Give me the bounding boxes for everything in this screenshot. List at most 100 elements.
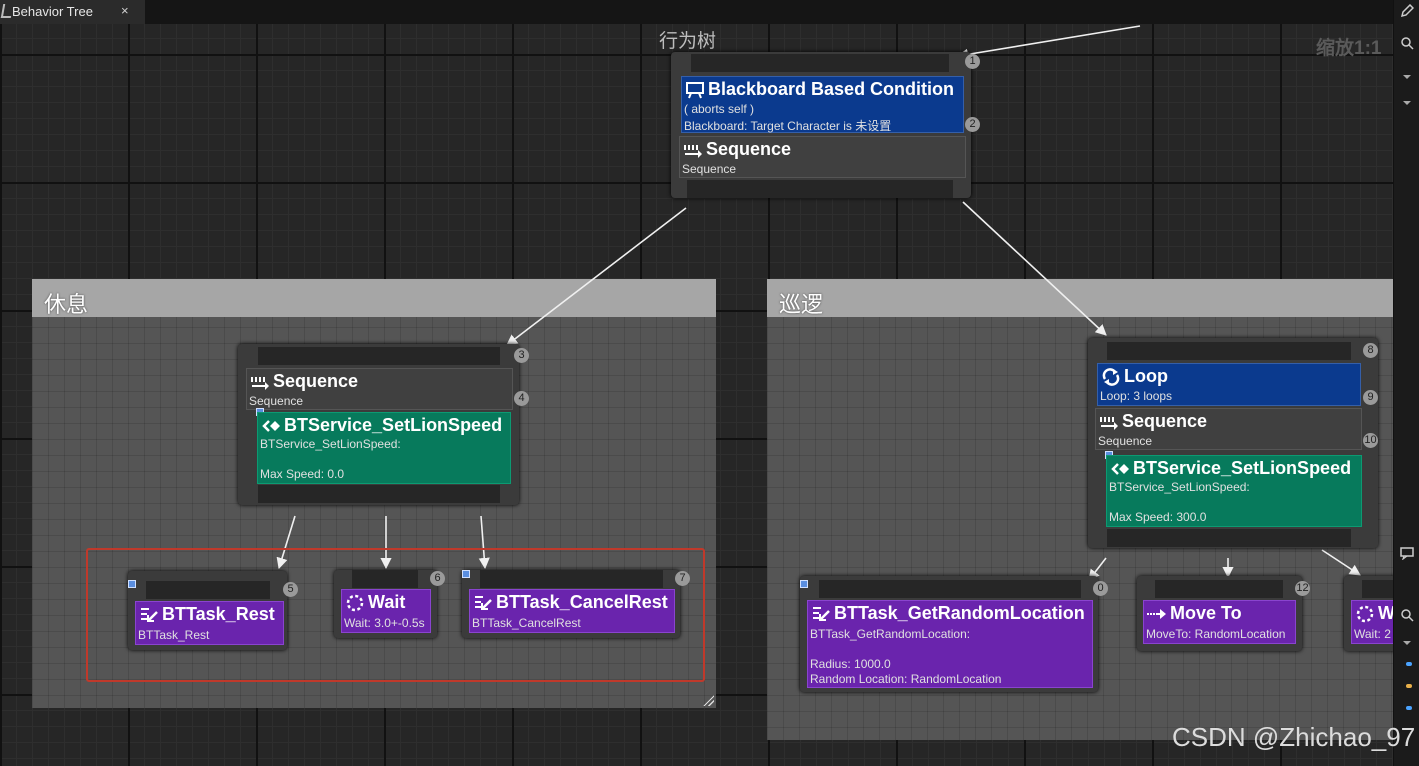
task-wait-partial-input-pin[interactable] — [1362, 580, 1393, 598]
chevron-down-icon[interactable] — [1400, 70, 1414, 84]
rest-service[interactable]: BTService_SetLionSpeed BTService_SetLion… — [257, 412, 511, 484]
search-icon[interactable] — [1400, 36, 1414, 50]
task-rest-input-pin[interactable] — [146, 581, 270, 599]
task-move-to-index-badge: 12 — [1295, 581, 1310, 596]
decorator-index-badge: 2 — [965, 117, 980, 132]
chevron-down-icon[interactable] — [1400, 96, 1414, 110]
task-wait-node[interactable]: 6 Wait Wait: 3.0+-0.5s — [334, 570, 445, 638]
comment-rest-header[interactable]: 休息 — [32, 279, 716, 317]
task-rest-sub: BTTask_Rest — [138, 628, 210, 642]
task-move-to-node[interactable]: 12 Move To MoveTo: RandomLocation — [1137, 576, 1310, 651]
task-move-to[interactable]: Move To MoveTo: RandomLocation — [1143, 600, 1296, 644]
sequence-icon — [250, 373, 270, 391]
chevron-down-icon[interactable] — [1400, 636, 1414, 650]
task-rest-index-badge: 5 — [283, 582, 298, 597]
highlight-selection-box — [86, 548, 705, 682]
blackboard-condition-decorator[interactable]: Blackboard Based Condition ( aborts self… — [681, 76, 964, 133]
root-output-pin[interactable] — [687, 180, 953, 198]
resize-grip-icon[interactable] — [702, 694, 714, 706]
task-wait-index-badge: 6 — [430, 571, 445, 586]
tab-bar: Behavior Tree × — [0, 0, 1393, 26]
task-wait-partial-node[interactable]: W Wait: 2 — [1344, 576, 1393, 651]
sequence-icon — [683, 141, 703, 159]
wire-rest-to-task3 — [478, 515, 490, 570]
rest-sequence-composite[interactable]: Sequence Sequence — [246, 368, 513, 410]
loop-sub: Loop: 3 loops — [1100, 389, 1173, 403]
rest-sequence-node[interactable]: 3 Sequence Sequence 4 BTService_SetLionS… — [238, 344, 529, 505]
rest-sequence-index-badge: 4 — [514, 391, 529, 406]
service-marker-icon — [800, 580, 808, 588]
task-wait-title: Wait — [368, 592, 406, 612]
comment-icon[interactable] — [1400, 546, 1414, 561]
task-icon — [811, 605, 831, 623]
comment-patrol-title: 巡逻 — [779, 292, 824, 317]
task-wait-partial[interactable]: W Wait: 2 — [1351, 600, 1393, 644]
root-pin-badge: 1 — [965, 54, 980, 69]
task-wait[interactable]: Wait Wait: 3.0+-0.5s — [341, 589, 431, 633]
edit-icon[interactable] — [1400, 3, 1415, 18]
wire-root-in — [956, 25, 1141, 60]
task-cancel-rest-index-badge: 7 — [675, 571, 690, 586]
task-icon — [139, 606, 159, 624]
patrol-output-pin[interactable] — [1107, 529, 1351, 547]
patrol-sequence-sub: Sequence — [1098, 434, 1153, 448]
wait-icon — [1355, 605, 1375, 623]
patrol-sequence-index-badge: 10 — [1363, 433, 1378, 448]
task-get-random-location-node[interactable]: 0 BTTask_GetRandomLocation BTTask_GetRan… — [800, 576, 1108, 692]
wire-patrol-to-task3 — [1321, 549, 1361, 576]
task-rest[interactable]: BTTask_Rest BTTask_Rest — [135, 601, 284, 645]
task-wait-partial-title: W — [1378, 603, 1393, 624]
patrol-service[interactable]: BTService_SetLionSpeed BTService_SetLion… — [1106, 455, 1362, 527]
tab-label: Behavior Tree — [12, 4, 93, 19]
tab-close-icon[interactable]: × — [121, 3, 129, 18]
watermark: CSDN @Zhichao_97 — [1172, 722, 1416, 752]
root-sequence-sub: Sequence — [682, 162, 737, 176]
task-rest-node[interactable]: 5 BTTask_Rest BTTask_Rest — [128, 571, 298, 650]
zoom-label: 缩放1:1 — [1316, 38, 1382, 59]
rest-sequence-sub: Sequence — [249, 394, 304, 408]
root-sequence-composite[interactable]: Sequence Sequence — [679, 136, 966, 178]
rest-pin-badge: 3 — [514, 348, 529, 363]
task-cancel-rest-title: BTTask_CancelRest — [496, 592, 668, 612]
task-icon — [473, 594, 493, 612]
graph-canvas[interactable]: 行为树 缩放1:1 休息 巡逻 — [0, 24, 1393, 766]
rest-output-pin[interactable] — [258, 485, 500, 503]
task-cancel-rest-input-pin[interactable] — [480, 570, 663, 588]
task-cancel-rest[interactable]: BTTask_CancelRest BTTask_CancelRest — [469, 589, 675, 633]
rest-input-pin[interactable] — [258, 347, 500, 365]
task-move-to-input-pin[interactable] — [1155, 580, 1283, 598]
comment-rest-title: 休息 — [44, 292, 89, 317]
loop-title: Loop — [1124, 366, 1168, 386]
search-icon[interactable] — [1400, 608, 1414, 622]
patrol-sequence-node[interactable]: 8 Loop Loop: 3 loops 9 Sequence Sequence… — [1088, 338, 1378, 548]
task-wait-input-pin[interactable] — [352, 570, 418, 588]
decorator-condition: Blackboard: Target Character is 未设置 — [684, 119, 892, 133]
rest-service-line2: Max Speed: 0.0 — [260, 467, 345, 481]
wire-rest-to-task1 — [276, 515, 296, 570]
variable-dot-blue — [1406, 706, 1412, 710]
task-rest-title: BTTask_Rest — [162, 604, 275, 624]
rest-sequence-title: Sequence — [273, 371, 359, 391]
patrol-input-pin[interactable] — [1107, 342, 1351, 360]
patrol-sequence-composite[interactable]: Sequence Sequence — [1095, 408, 1362, 450]
details-panel-strip — [1393, 0, 1419, 766]
loop-decorator[interactable]: Loop Loop: 3 loops — [1097, 363, 1361, 406]
task-grl-line1: BTTask_GetRandomLocation: — [810, 627, 971, 641]
decorator-aborts: ( aborts self ) — [684, 102, 755, 116]
service-icon — [261, 417, 281, 435]
rest-service-line1: BTService_SetLionSpeed: — [260, 437, 401, 451]
task-cancel-rest-node[interactable]: 7 BTTask_CancelRest BTTask_CancelRest — [462, 570, 690, 638]
task-get-random-location[interactable]: BTTask_GetRandomLocation BTTask_GetRando… — [807, 600, 1093, 688]
move-to-icon — [1147, 605, 1167, 623]
tab-behavior-tree[interactable]: Behavior Tree × — [0, 0, 145, 26]
patrol-pin-badge: 8 — [1363, 343, 1378, 358]
task-move-to-sub: MoveTo: RandomLocation — [1146, 627, 1286, 641]
service-icon — [1110, 460, 1130, 478]
root-sequence-node[interactable]: 1 Blackboard Based Condition ( aborts se… — [671, 52, 980, 198]
task-cancel-rest-sub: BTTask_CancelRest — [472, 616, 581, 630]
sequence-icon — [1099, 413, 1119, 431]
graph-title: 行为树 — [659, 31, 717, 52]
root-input-pin[interactable] — [691, 54, 949, 72]
blackboard-icon — [685, 81, 705, 99]
task-grl-input-pin[interactable] — [819, 580, 1081, 598]
